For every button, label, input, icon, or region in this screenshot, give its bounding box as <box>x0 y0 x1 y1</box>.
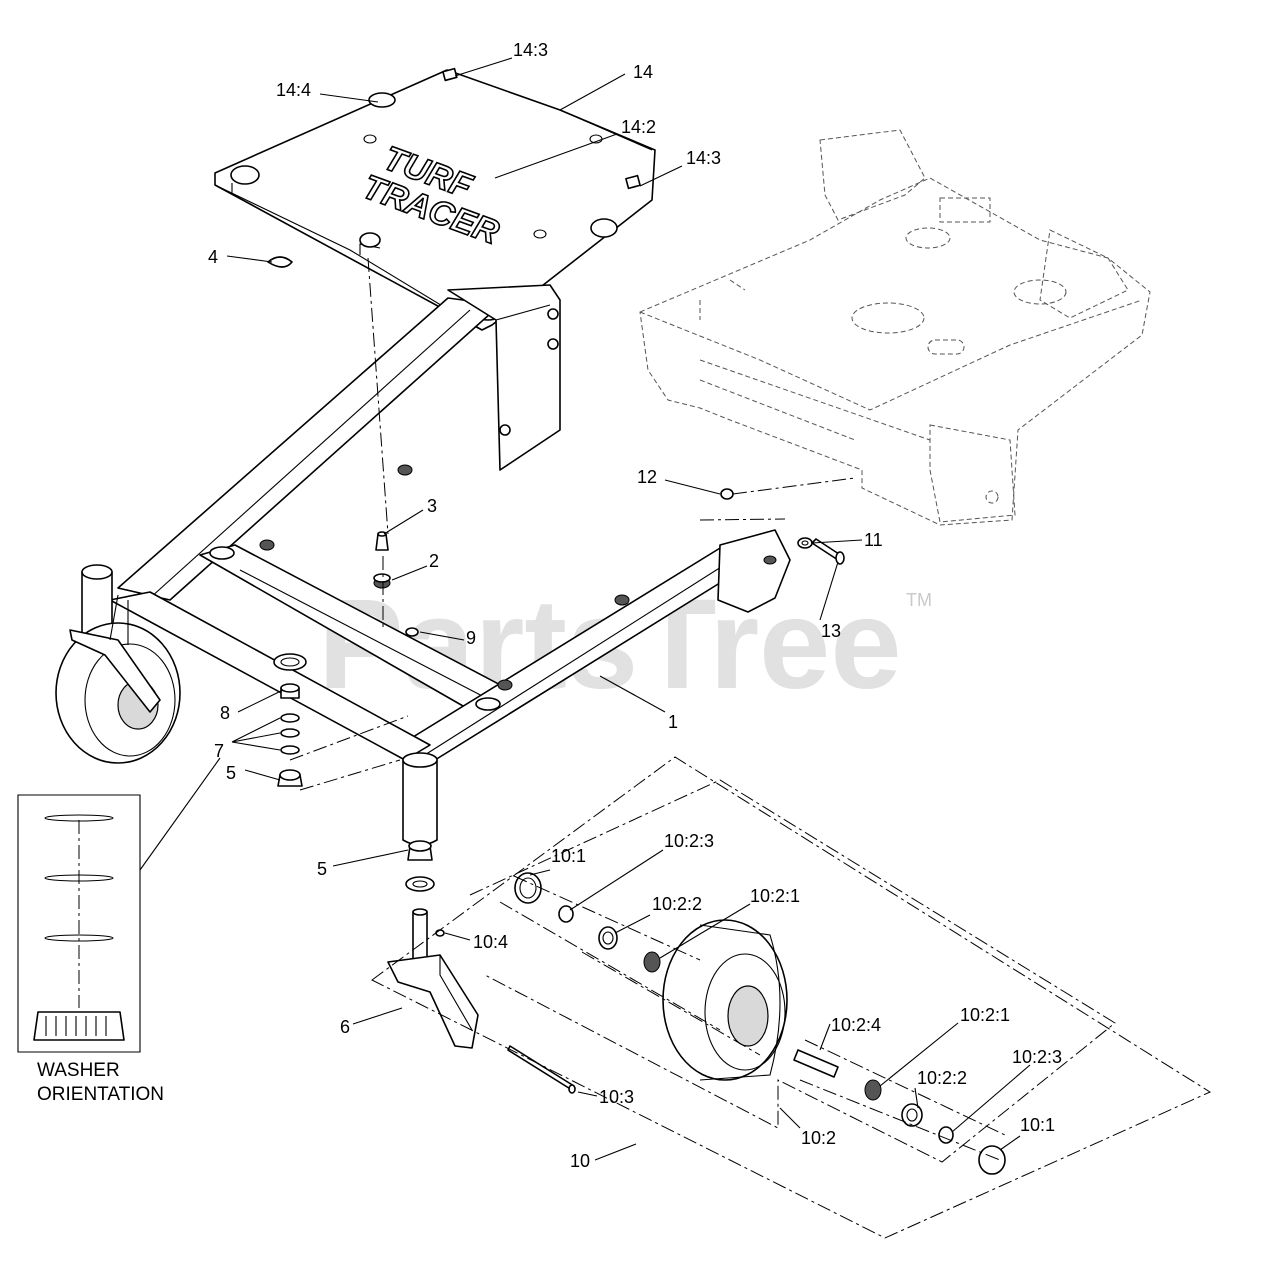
callout-10-1-bottom: 10:1 <box>1020 1115 1055 1135</box>
washer-stack <box>273 653 307 787</box>
callout-10-2-1-top: 10:2:1 <box>750 886 800 906</box>
seal-10-2-2-top <box>598 926 618 950</box>
caster-fork-6 <box>387 929 479 1049</box>
callout-10-2-4: 10:2:4 <box>831 1015 881 1035</box>
bushing-10-2-3-top <box>558 905 574 923</box>
seal-10-2-2-bottom <box>901 1103 923 1127</box>
callout-14-4: 14:4 <box>276 80 311 100</box>
callout-10-2-1-bottom: 10:2:1 <box>960 1005 1010 1025</box>
spacer-10-1-top <box>514 872 542 904</box>
callout-1: 1 <box>668 712 678 732</box>
callout-14-2: 14:2 <box>621 117 656 137</box>
callout-14-3-right: 14:3 <box>686 148 721 168</box>
callout-10: 10 <box>570 1151 590 1171</box>
grease-fitting-3 <box>375 531 389 551</box>
callout-10-2-3-top: 10:2:3 <box>664 831 714 851</box>
callout-11: 11 <box>864 530 883 550</box>
knob-14-4-left <box>230 165 260 185</box>
washer-11 <box>797 537 813 549</box>
assembly-outlines <box>289 257 1212 1239</box>
callout-10-1-top: 10:1 <box>551 846 586 866</box>
callout-9: 9 <box>466 628 476 648</box>
cover-hole-front <box>359 232 381 248</box>
washer-caption-line2: ORIENTATION <box>37 1084 164 1105</box>
bearing-10-2-1-top <box>643 951 661 973</box>
callout-labels: 14:3 14 14:4 14:2 14:3 4 12 3 11 2 13 9 … <box>208 40 1062 1171</box>
cover-plate: TURF TRACER <box>214 67 656 331</box>
spindle-stack <box>405 840 435 966</box>
leader-lines <box>226 57 1031 1161</box>
axle-10-3 <box>507 1045 576 1094</box>
mower-frame-reference <box>639 129 1151 526</box>
washer-caption-line1: WASHER <box>37 1060 120 1081</box>
nut-12 <box>720 488 734 500</box>
bolt-9 <box>405 627 419 637</box>
spacer-tube-10-2-4 <box>793 1049 839 1078</box>
callout-10-2-2-top: 10:2:2 <box>652 894 702 914</box>
callout-10-2-2-bottom: 10:2:2 <box>917 1068 967 1088</box>
bolt-13 <box>811 538 845 565</box>
bearing-10-2-1-bottom <box>864 1079 882 1101</box>
callout-2: 2 <box>429 551 439 571</box>
callout-14: 14 <box>633 62 653 82</box>
bushing-10-2-3-bottom <box>938 1126 954 1144</box>
grease-fitting-10-4 <box>435 929 445 937</box>
callout-8: 8 <box>220 703 230 723</box>
callout-10-2-3-bottom: 10:2:3 <box>1012 1047 1062 1067</box>
callout-5-left: 5 <box>226 763 236 783</box>
callout-10-2: 10:2 <box>801 1128 836 1148</box>
callout-10-3: 10:3 <box>599 1087 634 1107</box>
latch-14-3-right <box>625 174 641 190</box>
callout-3: 3 <box>427 496 437 516</box>
knob-14-4-top <box>368 92 396 108</box>
callout-13: 13 <box>821 621 841 641</box>
hair-pin-4 <box>267 256 293 268</box>
callout-5-center: 5 <box>317 859 327 879</box>
callout-14-3-top: 14:3 <box>513 40 548 60</box>
callout-12: 12 <box>637 467 657 487</box>
callout-4: 4 <box>208 247 218 267</box>
left-caster-wheel-assembly <box>55 594 181 764</box>
latch-14-3-top <box>442 67 458 82</box>
knob-right <box>590 218 618 238</box>
watermark-trademark: TM <box>906 590 932 610</box>
caster-wheel-10-2 <box>662 919 788 1081</box>
nut-2 <box>373 573 391 589</box>
spacer-10-1-bottom <box>978 1145 1006 1175</box>
callout-10-4: 10:4 <box>473 932 508 952</box>
callout-6: 6 <box>340 1017 350 1037</box>
caster-frame-1 <box>81 284 791 846</box>
washer-orientation-inset: WASHER ORIENTATION <box>17 757 221 1105</box>
callout-7: 7 <box>214 741 224 761</box>
